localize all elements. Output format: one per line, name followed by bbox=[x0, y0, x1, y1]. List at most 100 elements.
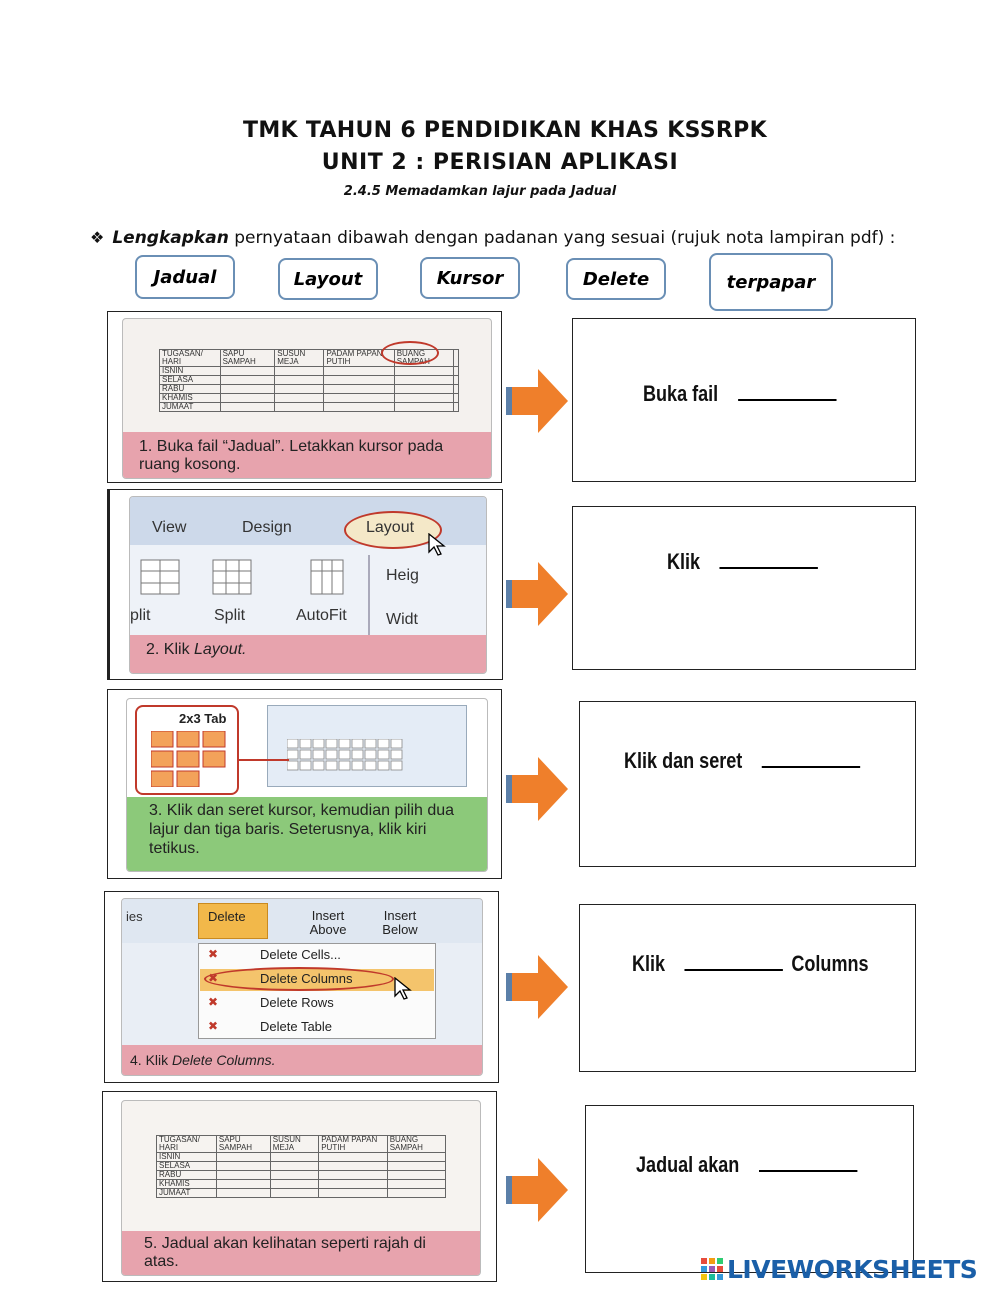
step1-caption: 1. Buka fail “Jadual”. Letakkan kursor p… bbox=[123, 432, 491, 478]
answer-blank-4[interactable] bbox=[684, 953, 784, 971]
width-label[interactable]: Widt bbox=[386, 611, 418, 628]
answer-box-2: Klik bbox=[572, 506, 916, 670]
answer-sentence-5: Jadual akan bbox=[636, 1152, 858, 1178]
table-row-label: JUMAAT bbox=[159, 402, 221, 412]
table-header-cell: TUGASAN/ HARI bbox=[159, 349, 221, 367]
step5-picture-frame: TUGASAN/ HARI SAPU SAMPAH SUSUN MEJA PAD… bbox=[102, 1091, 497, 1282]
tab-design[interactable]: Design bbox=[242, 519, 292, 536]
insert-above-label[interactable]: Insert Above bbox=[309, 908, 347, 937]
answer-blank-2[interactable] bbox=[719, 551, 819, 569]
height-label[interactable]: Heig bbox=[386, 567, 419, 584]
arrow-right-icon bbox=[506, 369, 568, 433]
caption-text: 4. Klik bbox=[130, 1052, 173, 1068]
ribbon-divider bbox=[368, 555, 370, 635]
highlight-ellipse bbox=[204, 967, 394, 991]
menu-item-delete-columns[interactable]: Delete Columns bbox=[260, 971, 353, 986]
table-header-cell: PADAM PAPAN PUTIH bbox=[318, 1135, 388, 1153]
grid-size-label: 2x3 Tab bbox=[179, 711, 227, 726]
answer-text: Klik dan seret bbox=[624, 748, 743, 773]
subtopic-title: 2.4.5 Memadamkan lajur pada Jadual bbox=[343, 184, 617, 199]
connector-line bbox=[239, 759, 289, 761]
menu-item-delete-cells[interactable]: Delete Cells... bbox=[260, 947, 341, 962]
liveworksheets-logo-icon bbox=[701, 1258, 723, 1280]
word-terpapar[interactable]: terpapar bbox=[709, 253, 833, 311]
mouse-cursor-icon bbox=[394, 977, 412, 1000]
step2-picture-frame: View Design Layout plit Split AutoFit He… bbox=[107, 489, 503, 680]
word-delete[interactable]: Delete bbox=[566, 258, 666, 300]
logo-text: LIVEWORKSHEETS bbox=[727, 1254, 978, 1284]
answer-sentence-3: Klik dan seret bbox=[624, 748, 861, 774]
tab-view[interactable]: View bbox=[152, 519, 187, 536]
answer-blank-5[interactable] bbox=[758, 1154, 858, 1172]
step3-picture-frame: 2x3 Tab 3. Klik dan seret kursor, kemudi… bbox=[107, 689, 502, 879]
menu-item-delete-rows[interactable]: Delete Rows bbox=[260, 995, 334, 1010]
table-header-cell: SUSUN MEJA bbox=[274, 349, 325, 367]
arrow-right-icon bbox=[506, 1158, 568, 1222]
answer-box-1: Buka fail bbox=[572, 318, 916, 482]
step3-caption: 3. Klik dan seret kursor, kemudian pilih… bbox=[127, 797, 487, 871]
arrow-right-icon bbox=[506, 955, 568, 1019]
grid-preview-box bbox=[135, 705, 239, 795]
worksheet-title: TMK TAHUN 6 PENDIDIKAN KHAS KSSRPK bbox=[243, 118, 767, 143]
mouse-cursor-icon bbox=[428, 533, 446, 556]
autofit-icon bbox=[310, 559, 344, 595]
answer-sentence-1: Buka fail bbox=[643, 381, 837, 407]
delete-rows-icon: ✖ bbox=[208, 995, 219, 1009]
step5-table: TUGASAN/ HARI SAPU SAMPAH SUSUN MEJA PAD… bbox=[156, 1135, 447, 1198]
table-grid-icon bbox=[287, 739, 403, 771]
grid-select-icon bbox=[151, 731, 226, 787]
arrow-right-icon bbox=[506, 757, 568, 821]
split-label[interactable]: plit bbox=[130, 607, 151, 624]
table-header-cell: TUGASAN/ HARI bbox=[156, 1135, 217, 1153]
delete-button-label: Delete bbox=[208, 909, 246, 924]
delete-table-icon: ✖ bbox=[208, 1019, 219, 1033]
answer-text: Klik bbox=[667, 549, 701, 574]
ribbon-bar bbox=[122, 899, 482, 943]
step4-picture-frame: ies Delete Insert Above Insert Below ✖ ✖… bbox=[104, 891, 499, 1083]
step4-screenshot: ies Delete Insert Above Insert Below ✖ ✖… bbox=[121, 898, 483, 1076]
answer-text: Jadual akan bbox=[636, 1152, 740, 1177]
word-kursor[interactable]: Kursor bbox=[420, 257, 520, 299]
ribbon-label: ies bbox=[126, 909, 143, 924]
liveworksheets-logo: LIVEWORKSHEETS bbox=[700, 1254, 978, 1284]
delete-columns-icon: ✖ bbox=[208, 971, 219, 985]
autofit-label[interactable]: AutoFit bbox=[296, 607, 347, 624]
table-header-cell: SAPU SAMPAH bbox=[215, 1135, 271, 1153]
word-jadual[interactable]: Jadual bbox=[135, 255, 235, 299]
answer-text: Buka fail bbox=[643, 381, 719, 406]
table-row-label: JUMAAT bbox=[156, 1188, 217, 1198]
tab-layout[interactable]: Layout bbox=[366, 519, 415, 536]
answer-blank-3[interactable] bbox=[761, 750, 861, 768]
highlight-ellipse bbox=[344, 511, 442, 549]
instruction-bold: Lengkapkan bbox=[112, 228, 229, 248]
table-header-cell: BUANG SAMPAH bbox=[386, 1135, 447, 1153]
table-header-cell: SAPU SAMPAH bbox=[219, 349, 276, 367]
step4-caption: 4. Klik Delete Columns. bbox=[122, 1045, 482, 1075]
step1-screenshot: TUGASAN/ HARI SAPU SAMPAH SUSUN MEJA PAD… bbox=[122, 318, 492, 479]
highlight-ellipse bbox=[381, 341, 439, 365]
answer-blank-1[interactable] bbox=[737, 383, 837, 401]
bullet-icon: ❖ bbox=[90, 228, 105, 247]
word-layout[interactable]: Layout bbox=[278, 258, 378, 300]
answer-box-3: Klik dan seret bbox=[579, 701, 916, 867]
menu-item-delete-table[interactable]: Delete Table bbox=[260, 1019, 333, 1034]
step2-caption: 2. Klik Layout. bbox=[130, 635, 486, 673]
table-header-cell: SUSUN MEJA bbox=[269, 1135, 320, 1153]
insert-below-label[interactable]: Insert Below bbox=[382, 908, 418, 937]
delete-ribbon-button[interactable] bbox=[198, 903, 268, 939]
arrow-right-icon bbox=[506, 562, 568, 626]
caption-text: 2. Klik bbox=[146, 641, 195, 658]
split-table-label[interactable]: Split bbox=[214, 607, 246, 624]
step2-screenshot: View Design Layout plit Split AutoFit He… bbox=[129, 496, 487, 674]
answer-suffix: Columns bbox=[791, 951, 869, 976]
table-header-cell bbox=[452, 349, 460, 367]
step1-picture-frame: TUGASAN/ HARI SAPU SAMPAH SUSUN MEJA PAD… bbox=[107, 311, 502, 483]
step5-caption: 5. Jadual akan kelihatan seperti rajah d… bbox=[122, 1231, 480, 1275]
step3-screenshot: 2x3 Tab 3. Klik dan seret kursor, kemudi… bbox=[126, 698, 488, 872]
split-table-icon bbox=[212, 559, 252, 595]
caption-italic: Layout. bbox=[194, 641, 247, 658]
instruction-text: pernyataan dibawah dengan padanan yang s… bbox=[228, 228, 896, 248]
unit-title: UNIT 2 : PERISIAN APLIKASI bbox=[321, 150, 679, 175]
